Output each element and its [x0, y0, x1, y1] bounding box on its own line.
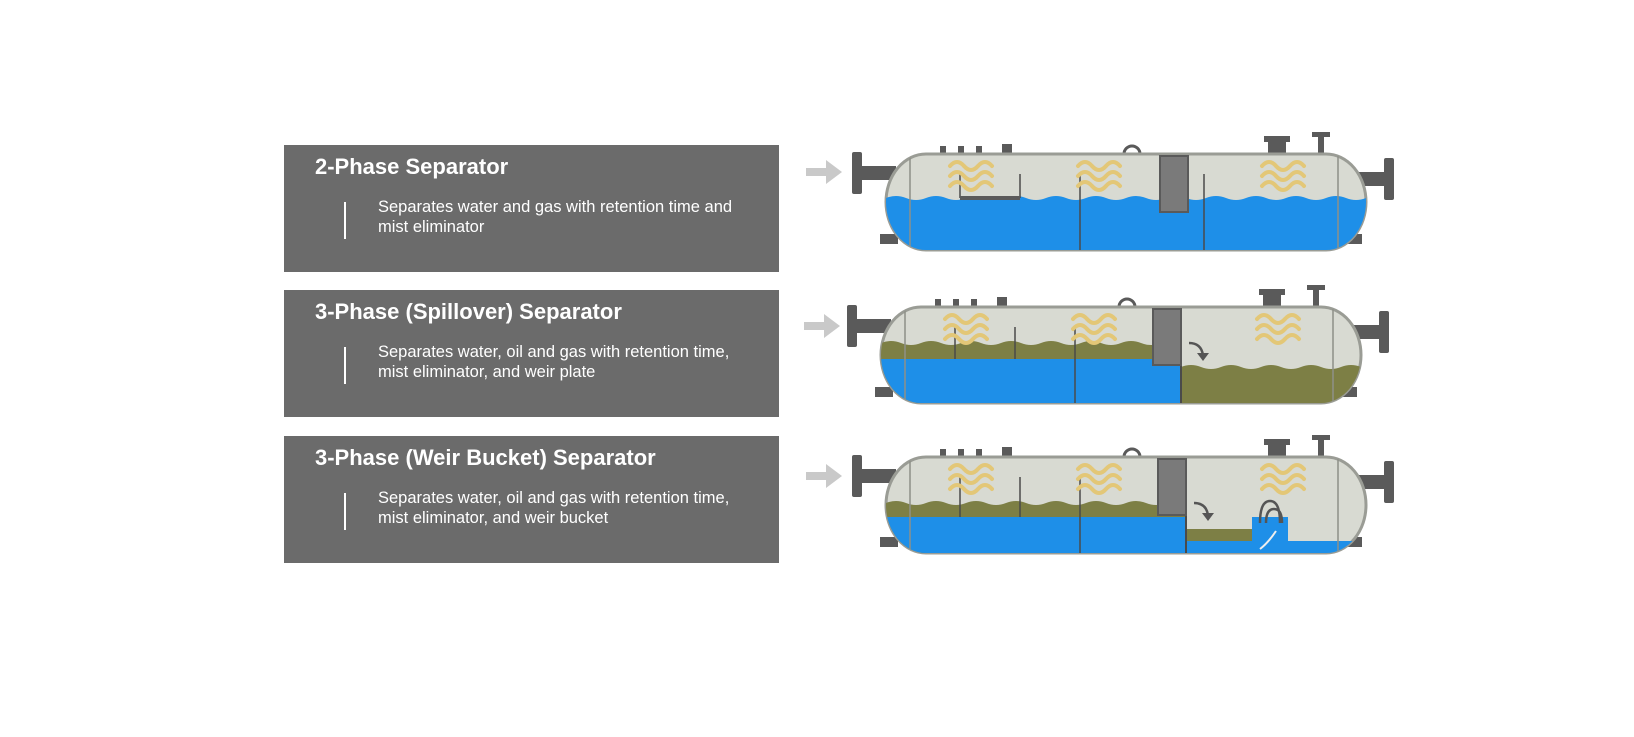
inlet-arrow-icon: [806, 464, 842, 488]
card-title: 3-Phase (Weir Bucket) Separator: [315, 445, 656, 470]
three-phase-spillover-vessel-illustration: [847, 285, 1389, 405]
divider-bar: [344, 347, 346, 384]
three-phase-weir-bucket-vessel-illustration: [852, 435, 1394, 555]
inlet-arrow-icon: [804, 314, 840, 338]
separator-card-3-phase-weir-bucket: 3-Phase (Weir Bucket) Separator Separate…: [284, 436, 779, 563]
two-phase-vessel-illustration: [852, 132, 1394, 252]
separator-card-2-phase: 2-Phase Separator Separates water and ga…: [284, 145, 779, 272]
card-description: Separates water, oil and gas with retent…: [378, 343, 730, 381]
card-description: Separates water, oil and gas with retent…: [378, 489, 730, 527]
card-description: Separates water and gas with retention t…: [378, 198, 733, 236]
card-title: 2-Phase Separator: [315, 154, 509, 179]
divider-bar: [344, 493, 346, 530]
card-title: 3-Phase (Spillover) Separator: [315, 299, 622, 324]
separator-card-3-phase-spillover: 3-Phase (Spillover) Separator Separates …: [284, 290, 779, 417]
inlet-arrow-icon: [806, 160, 842, 184]
divider-bar: [344, 202, 346, 239]
